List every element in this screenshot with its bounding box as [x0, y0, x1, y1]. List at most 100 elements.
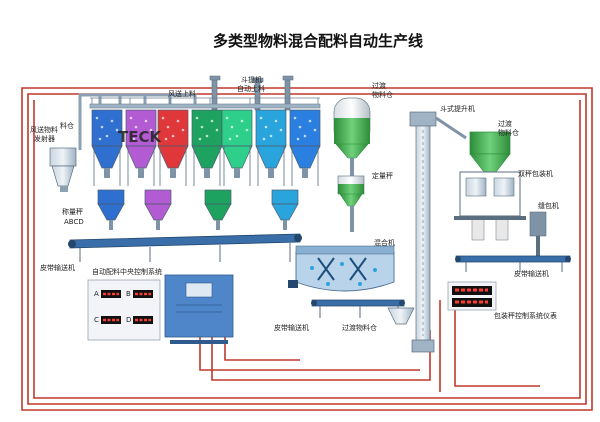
belt-conveyor-left: [68, 233, 302, 262]
panel-display: [101, 316, 121, 324]
material-dot: [139, 134, 143, 138]
material-dot: [198, 137, 202, 141]
silo-1: [91, 109, 123, 186]
panel-letter: C: [94, 316, 99, 324]
material-dot: [200, 125, 204, 129]
label-belt-conveyor-left: 皮带输送机: [40, 263, 75, 272]
transition-bin-bottom: [387, 307, 415, 325]
central-control-cabinet: [164, 274, 234, 344]
panel-letter: B: [126, 290, 131, 298]
material-dot: [293, 116, 297, 120]
weigh-hopper-1: [97, 189, 125, 230]
material-dot: [105, 134, 109, 138]
silo-legs: [193, 146, 221, 186]
label-quant-scale: 定量秤: [372, 171, 393, 180]
silo-6: [255, 109, 287, 186]
weigh-hopper-3: [204, 189, 232, 230]
quantitative-scale: [337, 175, 365, 232]
material-dot: [161, 116, 165, 120]
label-transition-bin-right-2: 物料仓: [498, 128, 519, 137]
material-dot: [259, 116, 263, 120]
silo-outlet: [234, 168, 240, 178]
silo-outlet: [138, 168, 144, 178]
panel-display: [133, 316, 153, 324]
silo-outlet: [268, 168, 274, 178]
silo-body: [255, 109, 287, 147]
silo-7: [289, 109, 321, 186]
label-mixer: 混合机: [374, 238, 395, 247]
hopper-outlet: [283, 220, 287, 230]
material-dot: [298, 125, 302, 129]
label-bucket-elevator-feed-2: 自动上料: [237, 84, 265, 93]
material-dot: [279, 128, 283, 132]
silo-cone: [191, 145, 223, 169]
silo-outlet: [204, 168, 210, 178]
hopper-body: [144, 189, 172, 205]
material-dot: [296, 137, 300, 141]
label-transition-bin-top-1: 过渡: [372, 81, 386, 90]
label-bin: 料仓: [60, 121, 74, 130]
panel-display: [133, 290, 153, 298]
label-wind-feeder-2: 发射器: [34, 134, 55, 143]
diagram-title: 多类型物料混合配料自动生产线: [213, 32, 423, 50]
mixer: [288, 245, 395, 292]
silo-cone: [289, 145, 321, 169]
material-dot: [215, 128, 219, 132]
panel-display: [101, 290, 121, 298]
material-dot: [181, 128, 185, 132]
material-dot: [132, 137, 136, 141]
silo-3: [157, 109, 189, 186]
silo-legs: [257, 146, 285, 186]
label-double-packer: 双秤包装机: [518, 169, 553, 178]
silo-body: [191, 109, 223, 147]
label-transition-bin-bottom: 过渡物料仓: [342, 323, 377, 332]
hopper-body: [97, 189, 125, 205]
silo-legs: [93, 146, 121, 186]
silo-outlet: [170, 168, 176, 178]
sewing-machine: [529, 211, 547, 256]
silo-cone: [255, 145, 287, 169]
material-dot: [164, 137, 168, 141]
material-dot: [230, 125, 234, 129]
material-dot: [144, 119, 148, 123]
material-dot: [205, 134, 209, 138]
hopper-cone: [144, 203, 172, 221]
silo-cone: [157, 145, 189, 169]
transition-bin-right: [469, 131, 511, 173]
material-dot: [313, 128, 317, 132]
label-belt-conveyor-bottom: 皮带输送机: [274, 323, 309, 332]
hopper-outlet: [156, 220, 160, 230]
label-central-control: 自动配料中央控制系统: [92, 267, 162, 276]
material-dot: [210, 119, 214, 123]
silo-legs: [291, 146, 319, 186]
material-dot: [308, 119, 312, 123]
silo-legs: [127, 146, 155, 186]
silo-body: [125, 109, 157, 147]
material-dot: [110, 119, 114, 123]
packing-control-displays: [447, 281, 497, 311]
label-wind-feeder-1: 风送物料: [30, 125, 58, 134]
silo-2: [125, 109, 157, 186]
material-dot: [245, 128, 249, 132]
silo-body: [91, 109, 123, 147]
silo-legs: [159, 146, 187, 186]
material-dot: [274, 119, 278, 123]
silo-body: [157, 109, 189, 147]
silo-body: [221, 109, 253, 147]
material-dot: [240, 119, 244, 123]
silo-row: [91, 109, 321, 186]
hopper-body: [271, 189, 299, 205]
transition-bin-top: [333, 97, 371, 176]
hopper-cone: [204, 203, 232, 221]
silo-legs: [223, 146, 251, 186]
label-bucket-elevator-feed: 斗提机: [241, 75, 262, 84]
material-dot: [98, 137, 102, 141]
wind-feeder-launcher: [49, 147, 77, 192]
label-sewing-machine: 缝包机: [538, 201, 559, 210]
silo-outlet: [104, 168, 110, 178]
double-weighing-packer: [454, 171, 526, 241]
label-weigh-abcd-1: 称量秤: [62, 207, 83, 216]
